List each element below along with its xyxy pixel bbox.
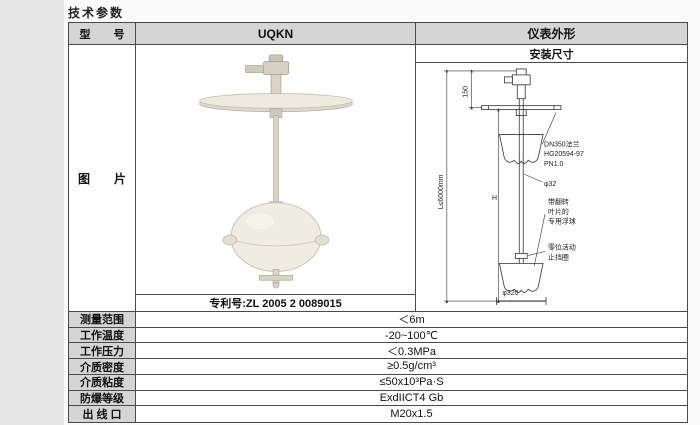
float-annotation-line2: 叶片的 bbox=[548, 207, 569, 216]
connecting-rod bbox=[268, 115, 284, 210]
row-label-explosion-proof-grade: 防爆等级 bbox=[69, 390, 136, 407]
dim-150-label: 150 bbox=[463, 86, 470, 98]
float-annotation-line1: 带翻转 bbox=[548, 197, 569, 206]
row-value-working-pressure: ＜0.3MPa bbox=[136, 343, 687, 360]
picture-label: 图 片 bbox=[69, 45, 136, 312]
row-label-working-temperature: 工作温度 bbox=[69, 327, 136, 344]
drawing-labels: 150 L≤6000mm H DN350法兰 HG20594-97 PN1.0 … bbox=[438, 86, 584, 297]
flange-annotation-line2: HG20594-97 bbox=[544, 151, 584, 158]
patent-number: 专利号:ZL 2005 2 0089015 bbox=[136, 295, 416, 312]
install-dimension-label: 安装尺寸 bbox=[416, 45, 687, 63]
row-label-working-pressure: 工作压力 bbox=[69, 343, 136, 360]
float-ball bbox=[222, 202, 330, 272]
dimension-drawing-cell: 150 L≤6000mm H DN350法兰 HG20594-97 PN1.0 … bbox=[416, 63, 687, 312]
stop-ring-annotation-line1: 零位活动 bbox=[548, 242, 576, 251]
header-model-label: 型 号 bbox=[69, 23, 136, 45]
dim-phi32-label: φ32 bbox=[544, 181, 556, 188]
dimension-lines bbox=[443, 69, 557, 303]
spec-table: 型 号 UQKN 仪表外形 图 片 安装尺寸 bbox=[68, 22, 688, 423]
page-title: 技术参数 bbox=[68, 6, 125, 20]
flange-annotation-line3: PN1.0 bbox=[544, 161, 563, 168]
dim-h-label: H bbox=[492, 195, 497, 202]
dim-phi320-label: φ320 bbox=[502, 290, 518, 297]
row-value-medium-density: ≥0.5g/cm³ bbox=[136, 359, 687, 375]
row-value-cable-outlet: M20x1.5 bbox=[136, 406, 687, 422]
flange-annotation-line1: DN350法兰 bbox=[544, 139, 580, 148]
header-appearance-label: 仪表外形 bbox=[416, 23, 687, 45]
row-value-working-temperature: -20~100℃ bbox=[136, 327, 687, 344]
row-label-medium-viscosity: 介质粘度 bbox=[69, 374, 136, 391]
header-model-value: UQKN bbox=[136, 23, 416, 45]
dimension-drawing: 150 L≤6000mm H DN350法兰 HG20594-97 PN1.0 … bbox=[438, 68, 584, 306]
drawing-outline bbox=[481, 68, 562, 306]
row-label-medium-density: 介质密度 bbox=[69, 359, 136, 375]
product-photo bbox=[199, 54, 353, 289]
row-label-cable-outlet: 出 线 口 bbox=[69, 406, 136, 422]
bottom-cross bbox=[258, 269, 294, 289]
float-annotation-line3: 专用浮球 bbox=[548, 217, 576, 226]
transmitter-head bbox=[245, 54, 290, 97]
stop-ring-annotation-line2: 止挡圈 bbox=[548, 252, 569, 261]
row-value-measuring-range: ＜6m bbox=[136, 312, 687, 328]
row-label-measuring-range: 测量范围 bbox=[69, 312, 136, 328]
mounting-flange bbox=[199, 93, 353, 118]
row-value-explosion-proof-grade: ExdIICT4 Gb bbox=[136, 390, 687, 407]
spec-sheet: 技术参数 型 号 UQKN 仪表外形 图 片 安装尺寸 bbox=[64, 0, 700, 425]
dim-length-label: L≤6000mm bbox=[438, 174, 445, 209]
row-value-medium-viscosity: ≤50x10³Pa·S bbox=[136, 374, 687, 391]
product-photo-cell bbox=[136, 45, 416, 295]
